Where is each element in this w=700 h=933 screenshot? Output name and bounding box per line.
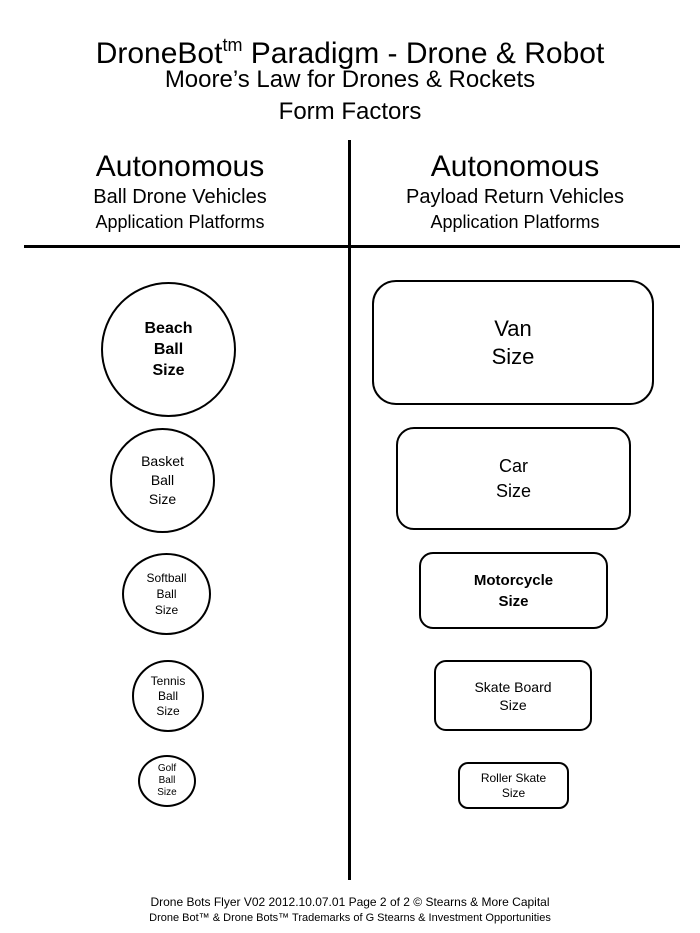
skate-board-box: Skate Board Size (434, 660, 592, 731)
skate-board-label: Skate Board Size (474, 678, 552, 713)
horizontal-divider (24, 245, 680, 248)
right-subheading: Payload Return Vehicles (406, 186, 624, 208)
vertical-divider (348, 140, 351, 880)
right-column-heading: Autonomous Payload Return Vehicles Appli… (345, 150, 685, 234)
left-subheading: Ball Drone Vehicles (93, 186, 267, 208)
title-text: DroneBot (95, 37, 223, 70)
car-label: Car Size (495, 455, 531, 501)
title-rest: Paradigm - Drone & Robot (242, 37, 605, 70)
golf-ball-circle: Golf Ball Size (138, 755, 196, 807)
subtitle: Moore’s Law for Drones & Rockets (164, 66, 536, 93)
right-caption: Application Platforms (430, 212, 600, 232)
left-heading: Autonomous (95, 150, 265, 183)
tennis-ball-circle: Tennis Ball Size (132, 660, 204, 732)
right-heading: Autonomous (430, 150, 600, 183)
left-column-heading: Autonomous Ball Drone Vehicles Applicati… (10, 150, 350, 234)
car-box: Car Size (396, 427, 631, 530)
beach-ball-circle: Beach Ball Size (101, 282, 236, 417)
subtitle-form-factors: Form Factors (278, 98, 422, 125)
page-title: DroneBottm Paradigm - Drone & Robot (0, 28, 700, 71)
tennis-ball-label: Tennis Ball Size (150, 673, 186, 718)
roller-skate-label: Roller Skate Size (480, 770, 547, 800)
motorcycle-box: Motorcycle Size (419, 552, 608, 629)
softball-label: Softball Ball Size (146, 571, 187, 617)
softball-circle: Softball Ball Size (122, 553, 211, 635)
van-label: Van Size (491, 315, 535, 369)
basket-ball-circle: Basket Ball Size (110, 428, 215, 533)
motorcycle-label: Motorcycle Size (473, 571, 554, 610)
basket-ball-label: Basket Ball Size (141, 453, 184, 507)
golf-ball-label: Golf Ball Size (157, 763, 177, 798)
left-caption: Application Platforms (95, 212, 265, 232)
van-box: Van Size (372, 280, 654, 405)
roller-skate-box: Roller Skate Size (458, 762, 569, 809)
title-trademark: tm (222, 35, 243, 55)
footer-line-2: Drone Bot™ & Drone Bots™ Trademarks of G… (149, 912, 551, 924)
footer-line-1: Drone Bots Flyer V02 2012.10.07.01 Page … (150, 895, 550, 909)
beach-ball-label: Beach Ball Size (144, 320, 193, 379)
